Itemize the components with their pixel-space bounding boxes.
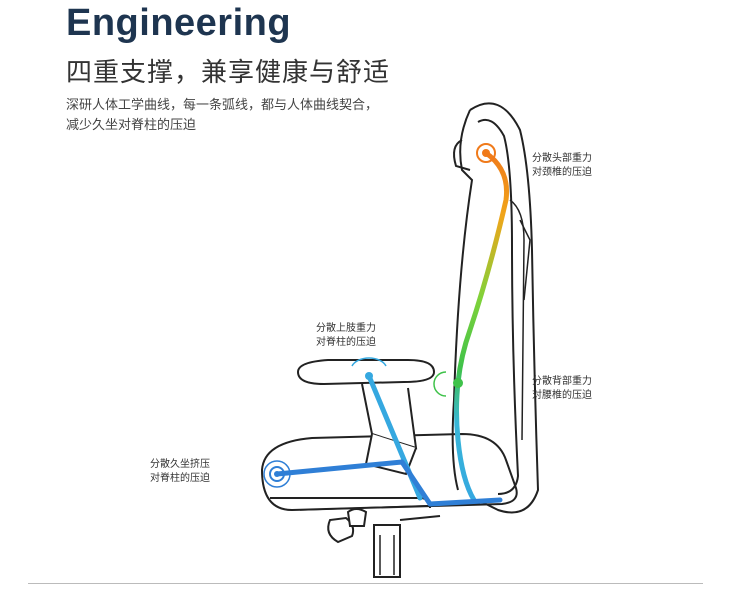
bottom-divider — [28, 583, 703, 584]
pressure-point-seat — [263, 460, 291, 488]
spine-support-line — [454, 150, 510, 503]
annotation-arm: 分散上肢重力 对脊柱的压迫 — [316, 323, 376, 348]
page-description: 深研人体工学曲线，每一条弧线，都与人体曲线契合， 减少久坐对脊柱的压迫 — [66, 96, 446, 136]
support-lines — [274, 150, 510, 507]
annotation-seat: 分散久坐挤压 对脊柱的压迫 — [150, 459, 210, 484]
page-title: Engineering — [66, 2, 292, 44]
annotation-back: 分散背部重力 对腰椎的压迫 — [532, 376, 592, 401]
description-line-1: 深研人体工学曲线，每一条弧线，都与人体曲线契合， — [66, 98, 379, 113]
annotation-head: 分散头部重力 对颈椎的压迫 — [532, 153, 592, 178]
page-subtitle: 四重支撑，兼享健康与舒适 — [66, 58, 391, 88]
seat-support-line — [274, 459, 503, 507]
pressure-point-arm — [351, 357, 387, 380]
pressure-point-head — [476, 143, 496, 163]
chair-base — [327, 508, 441, 578]
description-line-2: 减少久坐对脊柱的压迫 — [66, 118, 197, 133]
chair-back — [451, 102, 540, 514]
pressure-point-back — [433, 371, 463, 397]
